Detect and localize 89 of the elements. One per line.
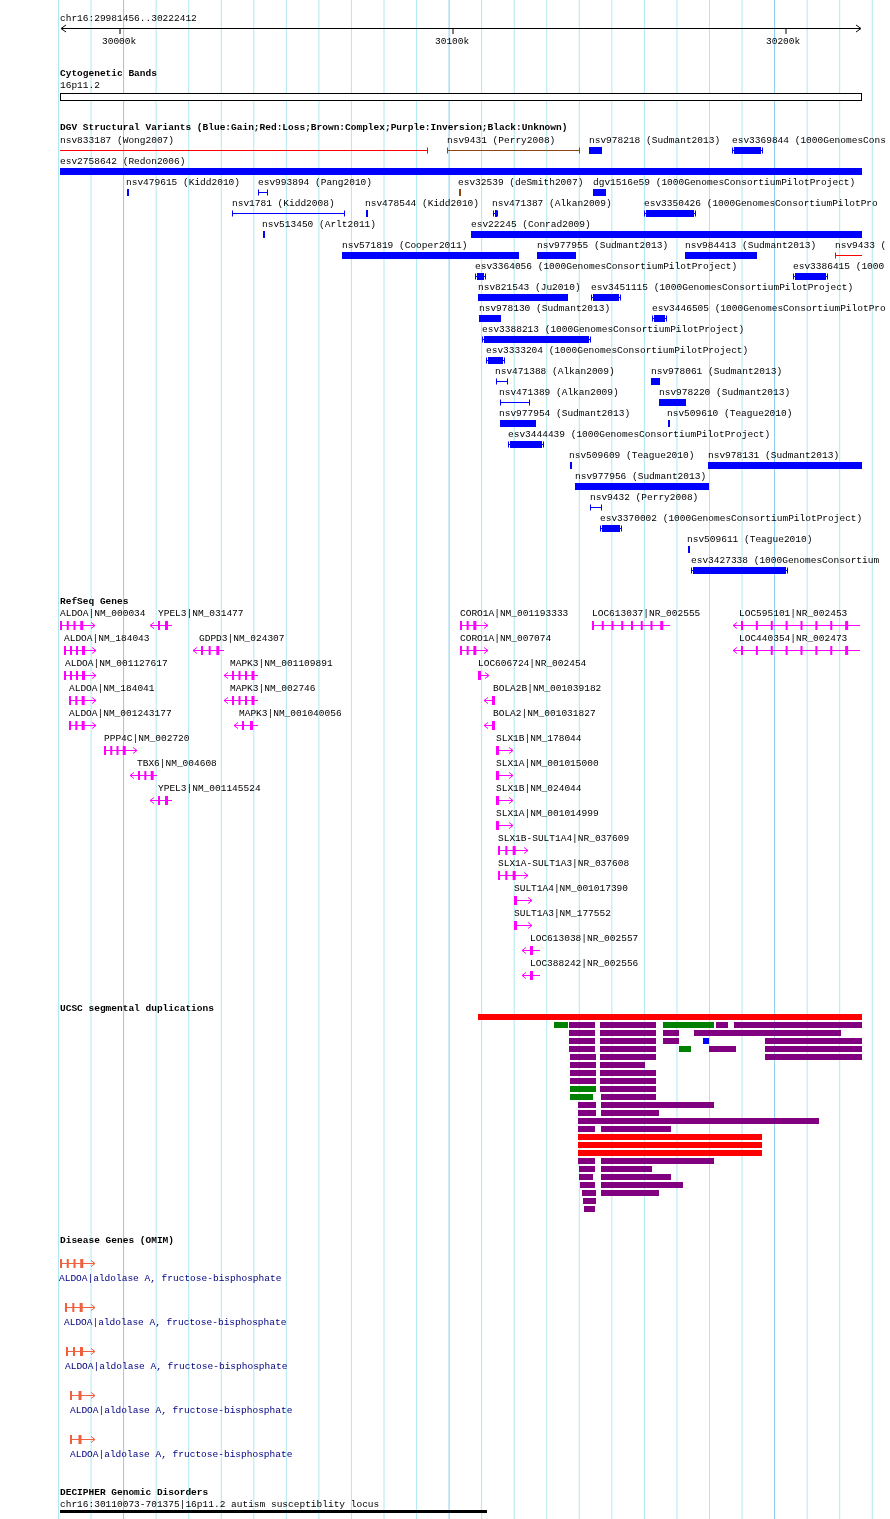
feature-label: SLX1B|NM_024044 xyxy=(496,783,582,795)
feature-label: nsv821543 (Ju2010) xyxy=(478,282,581,294)
axis-tick-label: 30000k xyxy=(102,36,137,48)
feature-label: MAPK3|NM_001040056 xyxy=(239,708,342,720)
feature-label: 16p11.2 xyxy=(60,80,100,92)
feature-label: ALDOA|NM_184043 xyxy=(64,633,150,645)
feature-label: LOC388242|NR_002556 xyxy=(530,958,639,970)
feature-label: esv22245 (Conrad2009) xyxy=(471,219,591,231)
feature-label: nsv978061 (Sudmant2013) xyxy=(651,366,783,378)
track-title: Cytogenetic Bands xyxy=(60,68,157,80)
feature-label: TBX6|NM_004608 xyxy=(137,758,217,770)
feature-label: esv3446505 (1000GenomesConsortiumPilotPro xyxy=(652,303,886,315)
feature-label: nsv9431 (Perry2008) xyxy=(447,135,556,147)
feature-label: CORO1A|NM_007074 xyxy=(460,633,552,645)
feature-label: esv3364056 (1000GenomesConsortiumPilotProject) xyxy=(475,261,738,273)
feature-label: ALDOA|NM_184041 xyxy=(69,683,155,695)
feature-label: nsv471388 (Alkan2009) xyxy=(495,366,615,378)
feature-label: nsv509609 (Teague2010) xyxy=(569,450,695,462)
feature-label: LOC595101|NR_002453 xyxy=(739,608,848,620)
track-title: DECIPHER Genomic Disorders xyxy=(60,1487,209,1499)
feature-label: SLX1B|NM_178044 xyxy=(496,733,582,745)
feature-label: nsv978131 (Sudmant2013) xyxy=(708,450,840,462)
feature-label: esv2758642 (Redon2006) xyxy=(60,156,186,168)
feature-label: esv3369844 (1000GenomesCons xyxy=(732,135,886,147)
feature-label: nsv978130 (Sudmant2013) xyxy=(479,303,611,315)
feature-label: ALDOA|aldolase A, fructose-bisphosphate xyxy=(59,1273,282,1285)
feature-label: ALDOA|NM_001127617 xyxy=(65,658,168,670)
feature-label: nsv513450 (Arlt2011) xyxy=(262,219,377,231)
track-title: Disease Genes (OMIM) xyxy=(60,1235,175,1247)
feature-label: nsv478544 (Kidd2010) xyxy=(365,198,480,210)
feature-label: chr16:30110073-701375|16p11.2 autism susceptiblity locus xyxy=(60,1499,380,1511)
feature-label: nsv978220 (Sudmant2013) xyxy=(659,387,791,399)
feature-label: MAPK3|NM_001109891 xyxy=(230,658,333,670)
feature-label: nsv509611 (Teague2010) xyxy=(687,534,813,546)
feature-label: LOC606724|NR_002454 xyxy=(478,658,587,670)
feature-label: esv3333204 (1000GenomesConsortiumPilotProject) xyxy=(486,345,749,357)
feature-label: YPEL3|NM_031477 xyxy=(158,608,244,620)
feature-label: ALDOA|NM_000034 xyxy=(60,608,146,620)
feature-label: esv3370002 (1000GenomesConsortiumPilotProject) xyxy=(600,513,863,525)
feature-label: SLX1A|NM_001015000 xyxy=(496,758,599,770)
feature-label: esv3427338 (1000GenomesConsortium xyxy=(691,555,880,567)
feature-label: nsv977956 (Sudmant2013) xyxy=(575,471,707,483)
axis-tick-label: 30100k xyxy=(435,36,470,48)
axis-tick-label: 30200k xyxy=(766,36,801,48)
feature-label: nsv977954 (Sudmant2013) xyxy=(499,408,631,420)
feature-label: SULT1A4|NM_001017390 xyxy=(514,883,629,895)
feature-label: nsv977955 (Sudmant2013) xyxy=(537,240,669,252)
feature-label: GDPD3|NM_024307 xyxy=(199,633,285,645)
feature-label: YPEL3|NM_001145524 xyxy=(158,783,261,795)
feature-label: SLX1A|NM_001014999 xyxy=(496,808,599,820)
feature-label: nsv9432 (Perry2008) xyxy=(590,492,699,504)
feature-label: PPP4C|NM_002720 xyxy=(104,733,190,745)
feature-label: ALDOA|aldolase A, fructose-bisphosphate xyxy=(64,1317,287,1329)
feature-label: nsv509610 (Teague2010) xyxy=(667,408,793,420)
feature-label: nsv9433 ( xyxy=(835,240,887,252)
feature-label: esv993894 (Pang2010) xyxy=(258,177,373,189)
feature-label: SULT1A3|NM_177552 xyxy=(514,908,611,920)
feature-label: nsv479615 (Kidd2010) xyxy=(126,177,241,189)
feature-label: nsv571819 (Cooper2011) xyxy=(342,240,468,252)
feature-label: LOC440354|NR_002473 xyxy=(739,633,848,645)
feature-label: MAPK3|NM_002746 xyxy=(230,683,316,695)
feature-label: SLX1A-SULT1A3|NR_037608 xyxy=(498,858,630,870)
feature-label: esv3388213 (1000GenomesConsortiumPilotProject) xyxy=(482,324,745,336)
feature-label: BOLA2|NM_001031827 xyxy=(493,708,596,720)
feature-label: SLX1B-SULT1A4|NR_037609 xyxy=(498,833,630,845)
feature-label: dgv1516e59 (1000GenomesConsortiumPilotProject) xyxy=(593,177,856,189)
feature-label: esv3451115 (1000GenomesConsortiumPilotProject) xyxy=(591,282,854,294)
feature-label: esv32539 (deSmith2007) xyxy=(458,177,584,189)
feature-label: LOC613037|NR_002555 xyxy=(592,608,701,620)
feature-label: ALDOA|aldolase A, fructose-bisphosphate xyxy=(70,1405,293,1417)
position-label: chr16:29981456..30222412 xyxy=(60,13,197,25)
feature-label: BOLA2B|NM_001039182 xyxy=(493,683,602,695)
feature-label: LOC613038|NR_002557 xyxy=(530,933,639,945)
track-title: RefSeq Genes xyxy=(60,596,129,608)
feature-label: esv3444439 (1000GenomesConsortiumPilotProject) xyxy=(508,429,771,441)
feature-label: esv3350426 (1000GenomesConsortiumPilotPro xyxy=(644,198,878,210)
feature-label: CORO1A|NM_001193333 xyxy=(460,608,569,620)
track-title: UCSC segmental duplications xyxy=(60,1003,214,1015)
feature-label: nsv471387 (Alkan2009) xyxy=(492,198,612,210)
feature-label: esv3386415 (1000 xyxy=(793,261,885,273)
feature-label: nsv471389 (Alkan2009) xyxy=(499,387,619,399)
feature-label: ALDOA|aldolase A, fructose-bisphosphate xyxy=(70,1449,293,1461)
feature-label: nsv833187 (Wong2007) xyxy=(60,135,175,147)
feature-label: nsv984413 (Sudmant2013) xyxy=(685,240,817,252)
track-title: DGV Structural Variants (Blue:Gain;Red:Loss;Brown:Complex;Purple:Inversion;Black:Unknown) xyxy=(60,122,568,134)
feature-label: nsv978218 (Sudmant2013) xyxy=(589,135,721,147)
feature-label: nsv1781 (Kidd2008) xyxy=(232,198,335,210)
feature-label: ALDOA|aldolase A, fructose-bisphosphate xyxy=(65,1361,288,1373)
feature-label: ALDOA|NM_001243177 xyxy=(69,708,172,720)
